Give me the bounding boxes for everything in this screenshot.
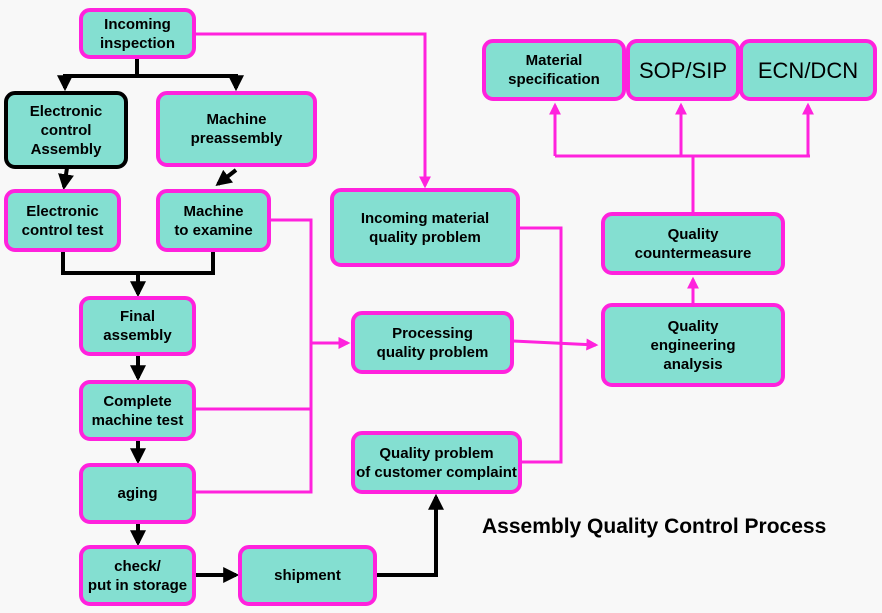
node-customer-complaint-quality-problem[interactable]: Quality problem of customer complaint <box>351 431 522 494</box>
node-electronic-control-test[interactable]: Electronic control test <box>4 189 121 252</box>
node-quality-countermeasure[interactable]: Quality countermeasure <box>601 212 785 275</box>
node-ecn-dcn[interactable]: ECN/DCN <box>739 39 877 101</box>
edge-problems-merge <box>518 226 563 464</box>
edge-processing-to-analysis <box>512 338 599 351</box>
node-electronic-control-assembly[interactable]: Electronic control Assembly <box>4 91 128 169</box>
edge-inspection-to-incoming-material-problem <box>195 32 431 189</box>
node-final-assembly[interactable]: Final assembly <box>79 296 196 356</box>
node-sop-sip[interactable]: SOP/SIP <box>626 39 740 101</box>
edge-countermeasure-bus <box>555 154 810 214</box>
node-machine-preassembly[interactable]: Machine preassembly <box>156 91 317 167</box>
edge-preassembly-to-examine <box>215 168 238 186</box>
edge-shipment-to-complaint <box>376 493 444 577</box>
node-machine-to-examine[interactable]: Machine to examine <box>156 189 271 252</box>
node-aging[interactable]: aging <box>79 463 196 524</box>
node-check-put-in-storage[interactable]: check/ put in storage <box>79 545 196 606</box>
node-quality-engineering-analysis[interactable]: Quality engineering analysis <box>601 303 785 387</box>
edge-electronic-assembly-to-test <box>58 167 74 191</box>
edge-inspection-split <box>63 58 238 84</box>
node-complete-machine-test[interactable]: Complete machine test <box>79 380 196 441</box>
diagram-title: Assembly Quality Control Process <box>482 515 827 538</box>
node-material-specification[interactable]: Material specification <box>482 39 626 101</box>
node-shipment[interactable]: shipment <box>238 545 377 606</box>
edge-production-to-processing-problem-bus <box>195 218 313 494</box>
node-processing-quality-problem[interactable]: Processing quality problem <box>351 311 514 374</box>
node-incoming-inspection[interactable]: Incoming inspection <box>79 8 196 59</box>
node-incoming-material-quality-problem[interactable]: Incoming material quality problem <box>330 188 520 267</box>
